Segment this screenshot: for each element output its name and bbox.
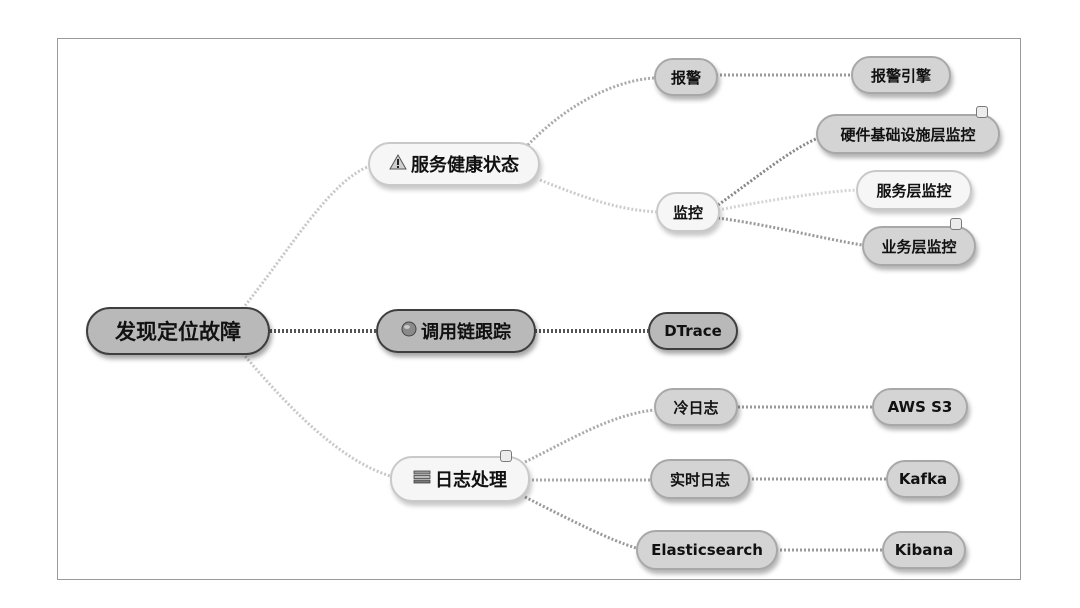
node-aws-s3-label: AWS S3 <box>887 398 953 416</box>
node-cold-log[interactable]: 冷日志 <box>654 388 738 426</box>
node-elasticsearch-label: Elasticsearch <box>651 541 763 559</box>
stack-icon <box>413 469 431 490</box>
note-marker[interactable] <box>976 106 988 118</box>
node-realtime-log-label: 实时日志 <box>669 470 730 489</box>
node-service-monitor[interactable]: 服务层监控 <box>856 170 972 210</box>
node-realtime-log[interactable]: 实时日志 <box>650 459 750 499</box>
node-kibana[interactable]: Kibana <box>882 531 966 569</box>
node-log-processing[interactable]: 日志处理 <box>390 456 530 502</box>
node-kafka[interactable]: Kafka <box>886 460 960 498</box>
node-hw-monitor-label: 硬件基础设施层监控 <box>840 125 976 144</box>
node-business-monitor[interactable]: 业务层监控 <box>862 226 976 266</box>
node-alarm-engine[interactable]: 报警引擎 <box>851 56 951 94</box>
node-alarm[interactable]: 报警 <box>654 58 718 96</box>
node-dtrace-label: DTrace <box>664 322 722 340</box>
globe-icon <box>401 321 417 342</box>
node-call-trace[interactable]: 调用链跟踪 <box>376 309 536 353</box>
link-logs-cold <box>524 408 655 464</box>
note-marker[interactable] <box>500 450 512 462</box>
link-health-alarm <box>523 76 655 150</box>
link-logs-search <box>524 495 637 550</box>
node-cold-log-label: 冷日志 <box>673 398 719 417</box>
node-business-monitor-label: 业务层监控 <box>881 237 957 256</box>
link-monitor-biz <box>717 216 863 247</box>
node-root-label: 发现定位故障 <box>115 320 241 344</box>
node-hw-monitor[interactable]: 硬件基础设施层监控 <box>816 114 1000 154</box>
node-elasticsearch[interactable]: Elasticsearch <box>636 530 778 570</box>
node-log-processing-label: 日志处理 <box>435 470 507 491</box>
link-monitor-svc <box>717 188 857 212</box>
node-kafka-label: Kafka <box>898 470 948 488</box>
node-service-health[interactable]: 服务健康状态 <box>368 142 540 186</box>
node-alarm-engine-label: 报警引擎 <box>870 66 931 85</box>
node-root[interactable]: 发现定位故障 <box>86 307 270 355</box>
link-root-logs <box>238 349 391 478</box>
node-service-monitor-label: 服务层监控 <box>876 181 952 200</box>
node-monitor[interactable]: 监控 <box>656 192 720 232</box>
node-aws-s3[interactable]: AWS S3 <box>872 388 968 426</box>
note-marker[interactable] <box>950 218 962 230</box>
node-kibana-label: Kibana <box>894 541 954 559</box>
link-root-health <box>238 164 371 313</box>
link-health-monitor <box>539 178 659 214</box>
node-call-trace-label: 调用链跟踪 <box>421 322 511 343</box>
warning-icon <box>389 153 407 175</box>
node-monitor-label: 监控 <box>672 203 703 222</box>
node-alarm-label: 报警 <box>670 68 701 87</box>
link-monitor-hw <box>717 136 819 207</box>
node-service-health-label: 服务健康状态 <box>411 155 519 176</box>
node-dtrace[interactable]: DTrace <box>648 312 738 350</box>
